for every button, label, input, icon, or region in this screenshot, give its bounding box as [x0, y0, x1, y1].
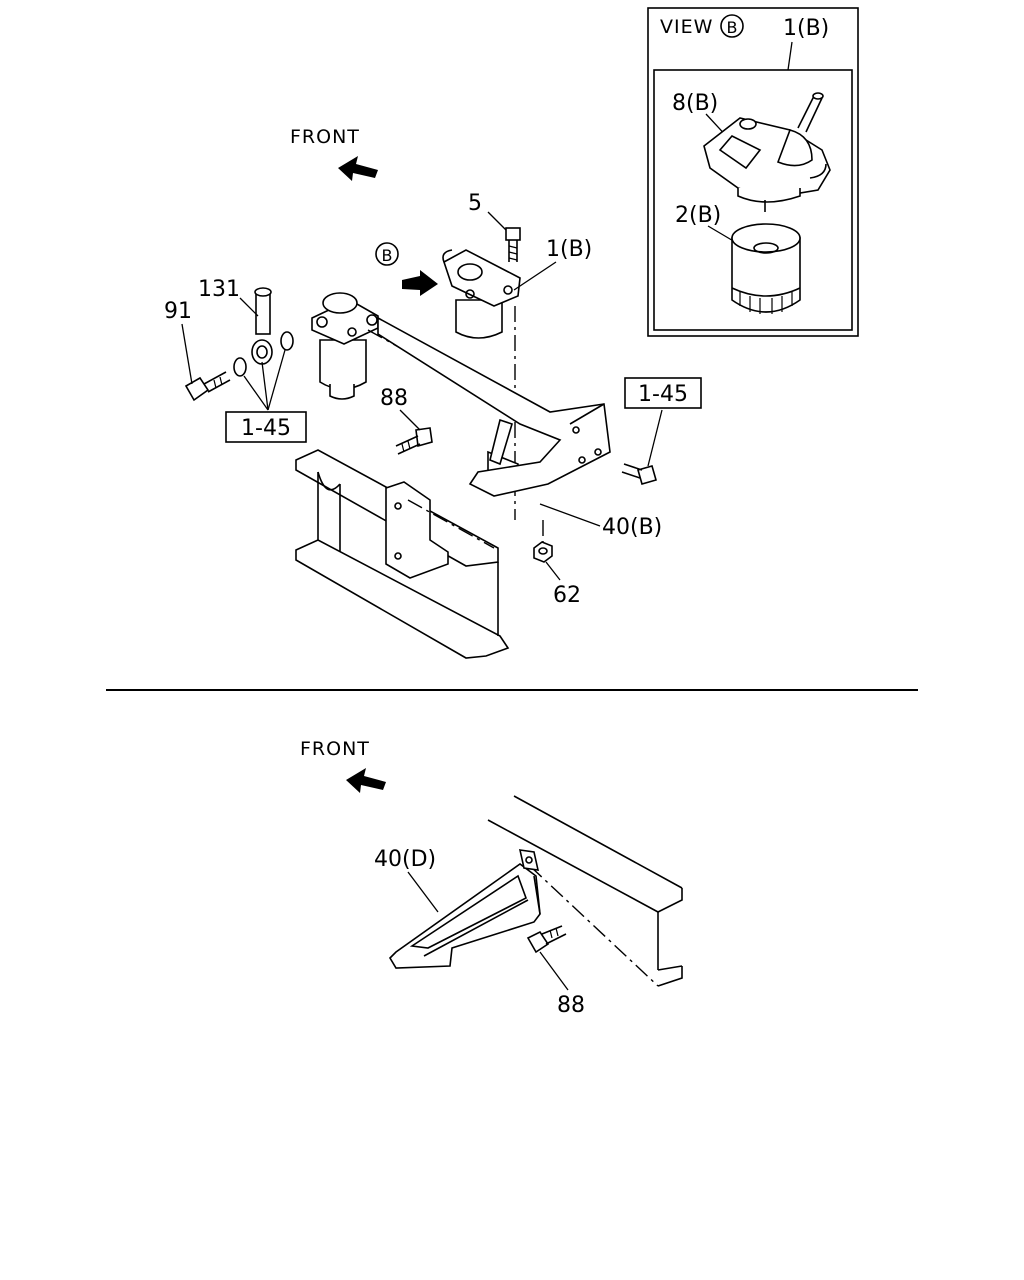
view-b-inset: VIEW B 1(B) 8(B) 2(B) — [647, 7, 859, 337]
front-arrow-icon-top — [338, 156, 378, 181]
washer-right — [280, 331, 294, 351]
eye-joint-131 — [251, 287, 273, 365]
bolt-right — [621, 463, 657, 485]
callout-62: 62 — [553, 583, 581, 608]
frame-rail-bottom — [487, 795, 683, 987]
callout-91: 91 — [164, 299, 192, 324]
washer-left — [233, 357, 247, 377]
callout-40d: 40(D) — [374, 847, 436, 872]
nut-62 — [533, 541, 553, 563]
callout-8b: 8(B) — [672, 91, 718, 116]
callout-88-top: 88 — [380, 386, 408, 411]
callout-40b: 40(B) — [602, 515, 662, 540]
callout-1b: 1(B) — [546, 237, 592, 262]
svg-text:1-45: 1-45 — [638, 382, 688, 407]
front-label-bottom: FRONT — [300, 738, 370, 760]
callout-2b: 2(B) — [675, 203, 721, 228]
front-label-top: FRONT — [290, 126, 360, 148]
view-b-title-marker: B — [727, 18, 738, 37]
view-direction-arrow-icon — [402, 270, 438, 296]
bolt-91 — [184, 371, 231, 402]
fuel-filter-upper — [442, 249, 521, 339]
ref-box-1-45-right: 1-45 — [624, 377, 702, 409]
callout-5: 5 — [468, 191, 482, 216]
view-b-title: VIEW — [660, 16, 713, 38]
frame-rail-top — [295, 449, 510, 659]
bolt-88-top — [395, 427, 433, 455]
callout-88-bottom: 88 — [557, 993, 585, 1018]
bolt-5 — [505, 227, 521, 262]
callout-131: 131 — [198, 277, 240, 302]
callout-1b-inset: 1(B) — [783, 16, 829, 41]
view-b-marker: B — [375, 242, 399, 266]
svg-text:B: B — [382, 246, 393, 265]
svg-text:1-45: 1-45 — [241, 416, 291, 441]
ref-box-1-45-left: 1-45 — [225, 411, 307, 443]
water-separator — [311, 292, 379, 400]
bracket-40b — [377, 316, 611, 497]
bolt-88-bottom — [526, 925, 567, 954]
front-arrow-icon-bottom — [346, 768, 386, 793]
bracket-40d — [388, 849, 541, 969]
